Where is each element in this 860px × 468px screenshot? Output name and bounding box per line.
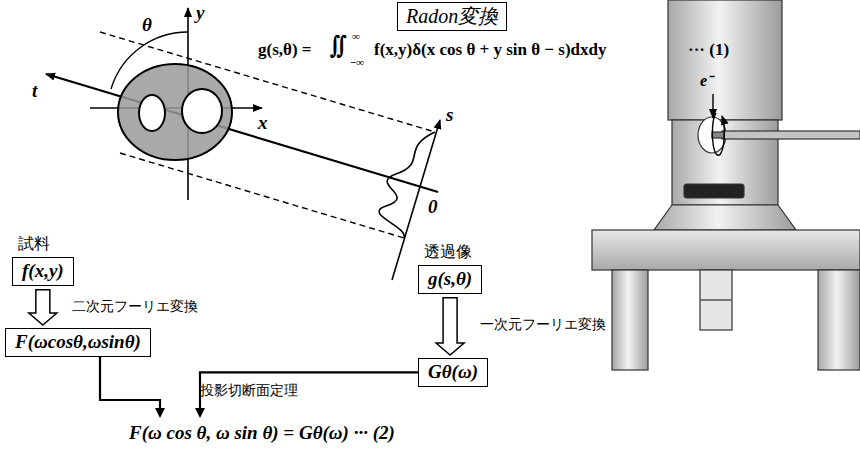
electron-microscope: [592, 230, 860, 270]
formula-box: f(x,y): [12, 257, 74, 286]
projection-profile: [379, 132, 435, 238]
axis-label: x: [258, 112, 268, 134]
formula-node: F(ω cos θ, ω sin θ) = Gθ(ω) ··· (2): [125, 420, 399, 447]
electron-microscope: [700, 270, 732, 330]
electron-microscope: [700, 299, 732, 300]
hollow-arrow: [436, 298, 464, 355]
hollow-arrow: [29, 290, 57, 325]
electron-label: e⁻: [700, 72, 712, 90]
equation-part: g(s,θ) =: [258, 40, 312, 60]
equation-number: ··· (1): [688, 40, 729, 60]
sample-object: [139, 95, 165, 131]
projection-lines: [100, 32, 435, 238]
axis-label: y: [196, 2, 204, 24]
sample-object: [182, 89, 222, 133]
title-box: Radon変換: [397, 2, 507, 31]
arrow-head: [155, 408, 165, 418]
electron-microscope: [668, 0, 782, 120]
electron-microscope: [592, 0, 860, 370]
equation-text: F(ω cos θ, ω sin θ) = Gθ(ω) ··· (2): [125, 420, 399, 447]
projection-lines: [120, 153, 404, 238]
electron-microscope: [684, 184, 744, 198]
projection-profile: [379, 132, 435, 238]
formula-node: Gθ(ω): [418, 358, 488, 387]
integral-limit: ∞: [352, 30, 360, 43]
edge-label: 投影切断面定理: [200, 382, 298, 398]
formula-box: F(ωcosθ,ωsinθ): [5, 328, 151, 357]
node-heading: 試料: [18, 234, 74, 255]
arrow-head: [195, 408, 205, 418]
electron-microscope: [712, 132, 724, 138]
edge-label: 一次元フーリエ変換: [480, 316, 606, 332]
integral-sign: ∬: [328, 33, 349, 61]
formula-box: Gθ(ω): [418, 358, 488, 387]
edge-label: 二次元フーリエ変換: [72, 298, 198, 314]
connector: [100, 357, 165, 418]
connector-line: [100, 357, 160, 408]
electron-microscope: [654, 205, 796, 230]
electron-microscope: [612, 270, 648, 370]
formula-node: 試料f(x,y): [12, 234, 74, 286]
equation-part: f(x,y)δ(x cos θ + y sin θ − s)dxdy: [374, 40, 606, 60]
sample-object: [118, 64, 232, 160]
axis-label: s: [446, 104, 453, 126]
formula-node: F(ωcosθ,ωsinθ): [5, 328, 151, 357]
connector: [436, 298, 464, 355]
electron-microscope: [712, 113, 724, 155]
electron-microscope: [818, 270, 860, 370]
node-heading: 透過像: [424, 242, 482, 263]
angle-label: θ: [142, 14, 152, 36]
electron-microscope: [712, 94, 713, 118]
axis-label: t: [32, 80, 37, 102]
integral-limit: −∞: [350, 56, 364, 69]
coordinate-axes: [46, 74, 438, 192]
formula-box: g(s,θ): [418, 265, 482, 294]
connector-line: [200, 372, 418, 408]
electron-microscope: [722, 131, 860, 139]
sample-object: [118, 64, 232, 160]
connector: [195, 372, 418, 418]
formula-node: 透過像g(s,θ): [418, 242, 482, 294]
connector: [29, 290, 57, 325]
origin-label: 0: [428, 196, 438, 218]
